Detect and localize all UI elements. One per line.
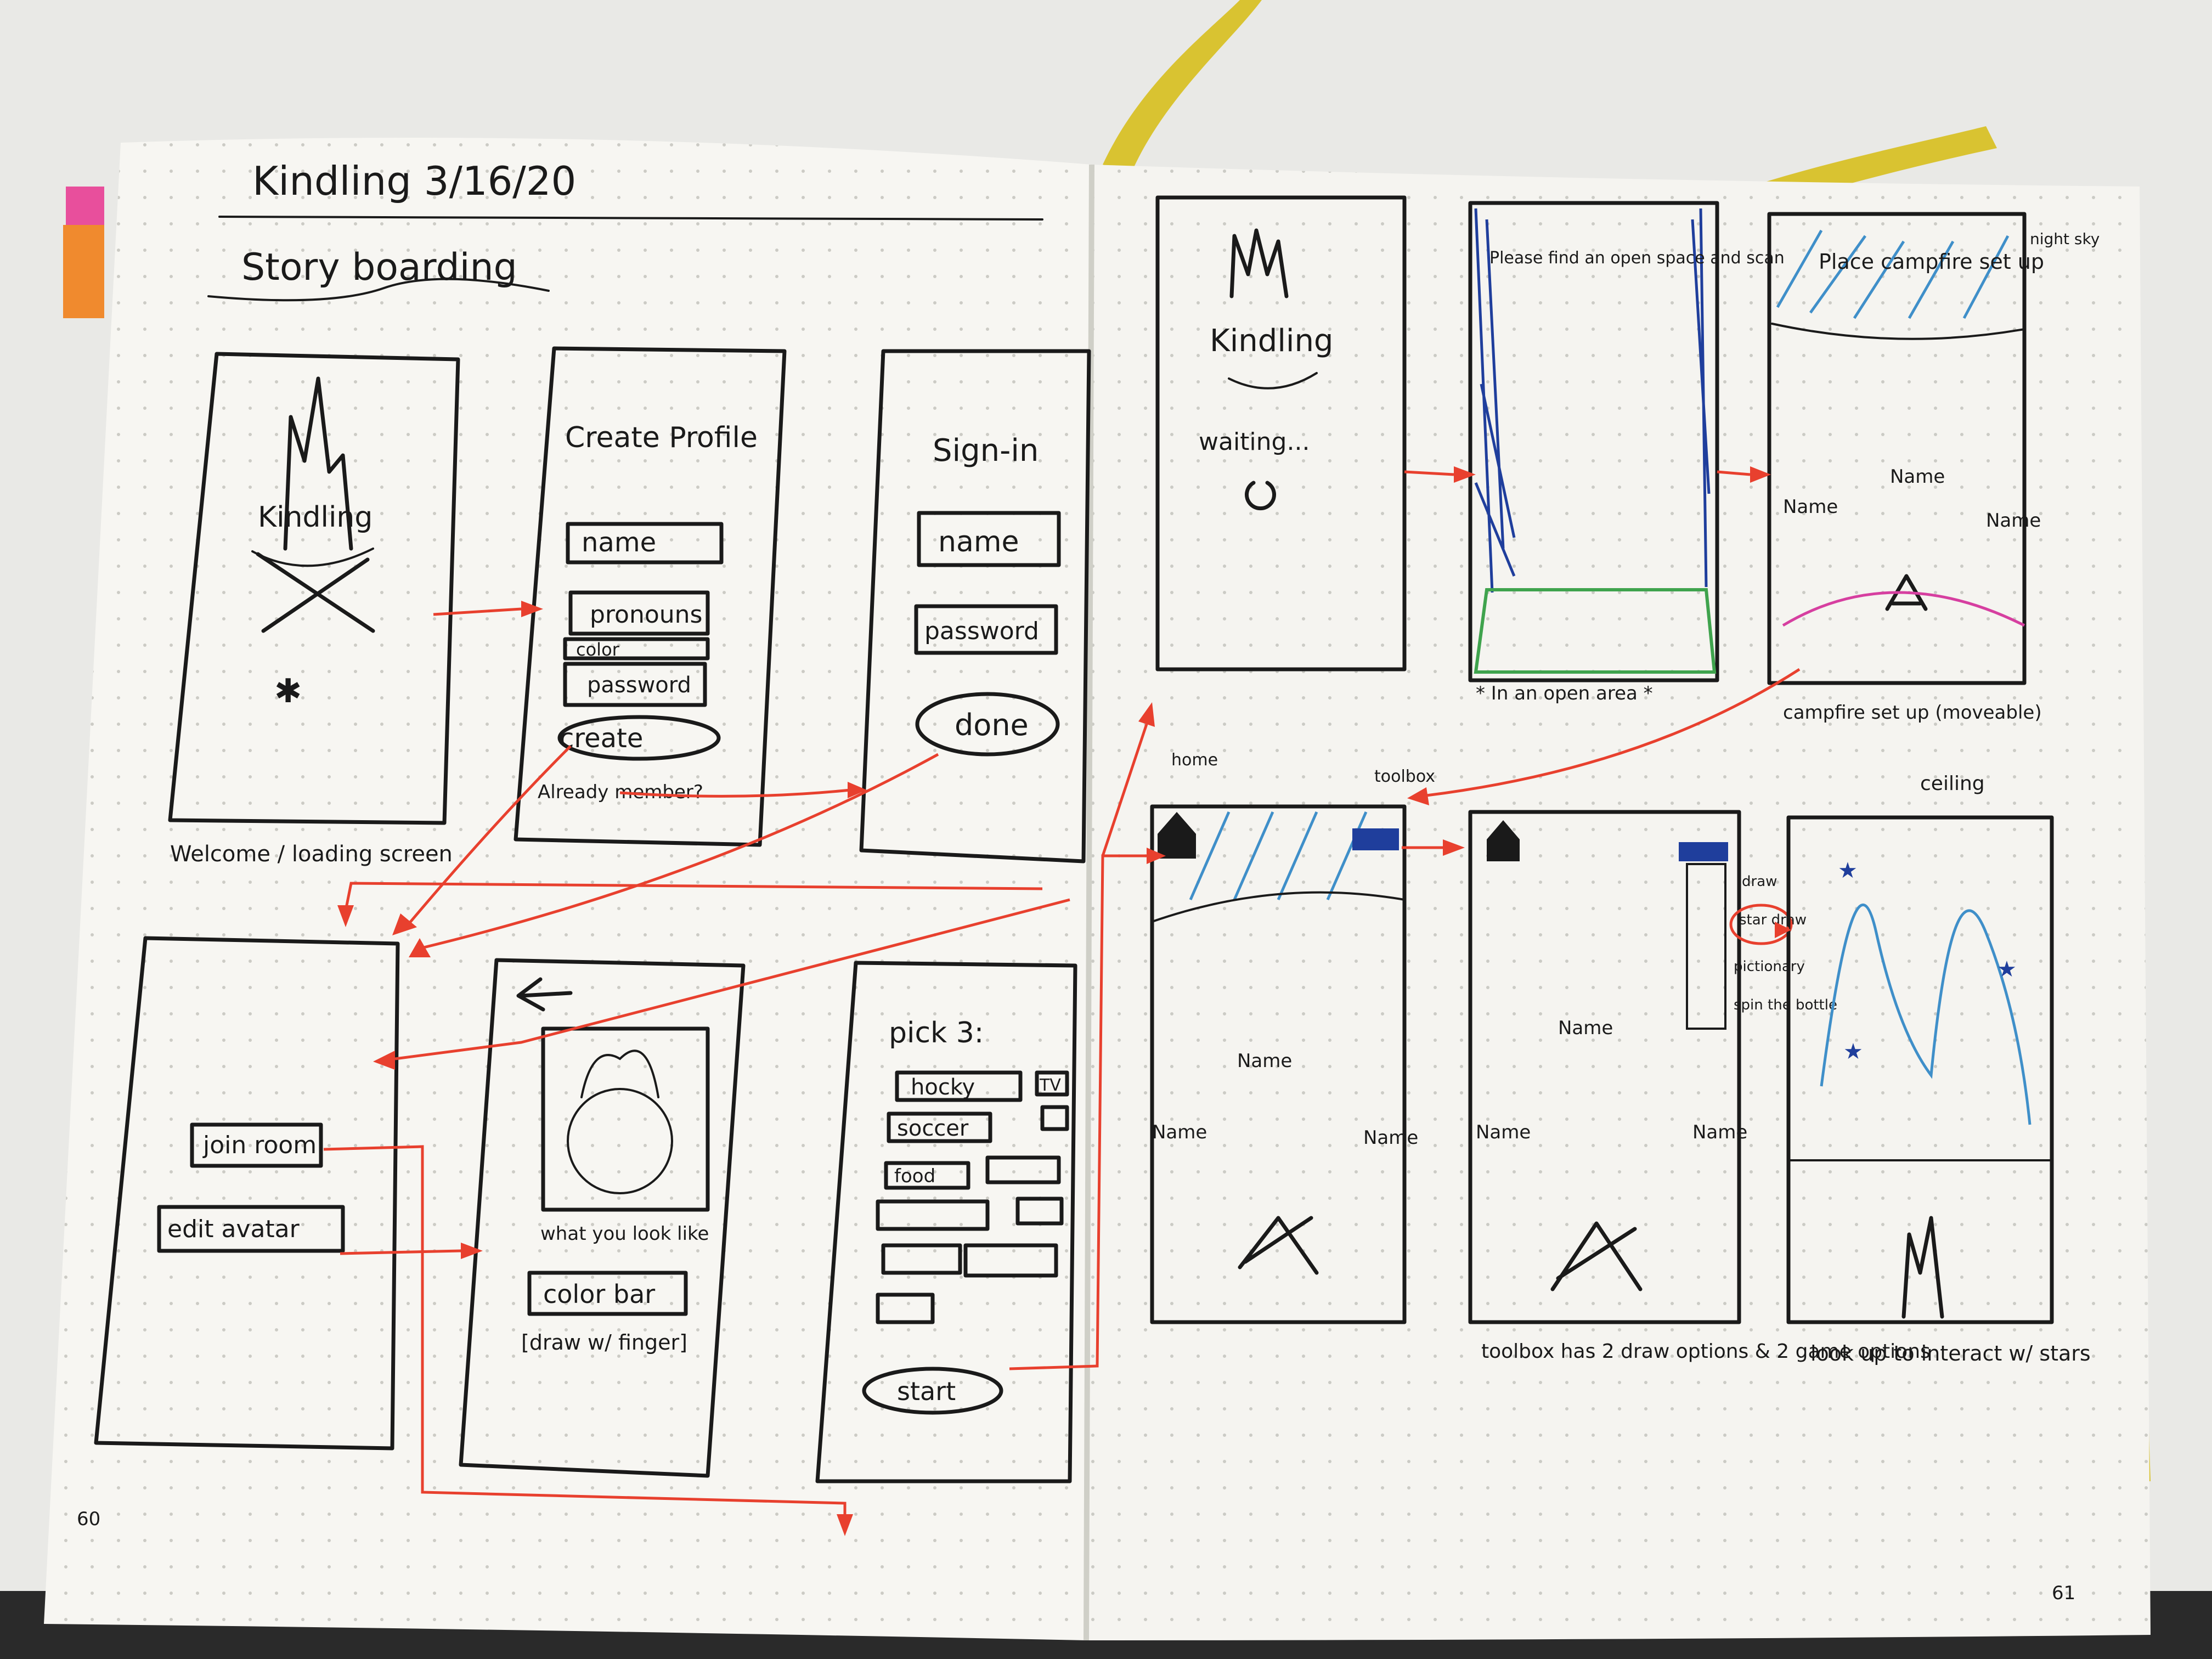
ceiling-label: ceiling [1920, 772, 1985, 795]
spinner-icon [1245, 481, 1276, 511]
scan-instruction: Please find an open space and scan [1489, 249, 1785, 268]
avatar-note: [draw w/ finger] [521, 1330, 687, 1355]
svg-text:soccer: soccer [897, 1116, 969, 1141]
star-icon[interactable]: ★ [1843, 1039, 1863, 1064]
svg-text:done: done [955, 708, 1029, 742]
svg-text:color bar: color bar [543, 1279, 655, 1309]
create-profile-title: Create Profile [565, 421, 758, 454]
svg-text:join room: join room [202, 1131, 317, 1159]
flow-arrows [323, 466, 1801, 1536]
color-field[interactable] [563, 637, 710, 661]
scan-floor [1474, 588, 1717, 674]
frame-scan: Please find an open space and scan * In … [1468, 201, 1785, 704]
toolbox-label: toolbox [1374, 767, 1435, 786]
place-instruction: Place campfire set up [1819, 250, 2044, 274]
frame-sky: ceiling ★ ★ ★ look up to interact w/ sta… [1786, 772, 2091, 1365]
page-title: Kindling 3/16/20 [252, 158, 576, 204]
toolbox-open-icon[interactable] [1679, 842, 1728, 861]
night-sky-note: night sky [2030, 230, 2100, 248]
page-number-left: 60 [77, 1508, 100, 1530]
star-icon[interactable]: ★ [1997, 957, 2017, 982]
svg-text:Name: Name [1363, 1127, 1418, 1149]
svg-text:food: food [894, 1165, 935, 1187]
svg-text:Name: Name [1692, 1121, 1747, 1143]
frame-waiting: Kindling waiting... [1155, 195, 1407, 672]
done-button[interactable] [915, 692, 1060, 757]
pick-title: pick 3: [889, 1017, 984, 1049]
svg-text:Name: Name [1476, 1121, 1531, 1143]
svg-text:name: name [938, 526, 1019, 558]
sign-in-title: Sign-in [933, 433, 1039, 469]
place-caption: campfire set up (moveable) [1783, 702, 2042, 724]
option-soccer[interactable] [887, 1111, 992, 1143]
sign-in-name-field[interactable] [917, 511, 1061, 567]
option-food[interactable] [884, 1161, 970, 1190]
page-subtitle: Story boarding [241, 246, 517, 289]
frame-toolbox: draw star draw pictionary spin the bottl… [1468, 810, 1931, 1363]
welcome-logo: Kindling [258, 501, 373, 534]
option-hocky[interactable] [895, 1070, 1023, 1102]
svg-text:Name: Name [1237, 1050, 1292, 1072]
password-field[interactable] [563, 662, 707, 707]
svg-text:edit avatar: edit avatar [167, 1215, 300, 1243]
join-room-button[interactable] [190, 1122, 323, 1168]
tool-draw[interactable]: draw [1742, 873, 1777, 890]
pronouns-field[interactable] [568, 590, 710, 636]
back-arrow-icon[interactable] [516, 977, 573, 1012]
svg-text:password: password [587, 673, 691, 698]
toolbox-icon[interactable] [1352, 828, 1399, 850]
welcome-caption: Welcome / loading screen [170, 842, 453, 867]
option-tv[interactable] [1035, 1070, 1069, 1097]
svg-text:Name: Name [1986, 510, 2041, 532]
frame-menu: join room edit avatar [94, 936, 400, 1451]
svg-text:create: create [560, 723, 643, 754]
toolbox-caption: toolbox has 2 draw options & 2 game opti… [1481, 1340, 1931, 1363]
avatar-canvas[interactable] [541, 1026, 710, 1212]
svg-text:hocky: hocky [911, 1075, 975, 1100]
tool-star-draw[interactable]: star draw [1739, 912, 1807, 928]
avatar-caption: what you look like [540, 1223, 709, 1245]
page-number-right: 61 [2052, 1582, 2075, 1604]
edit-avatar-button[interactable] [157, 1205, 345, 1253]
star-icon[interactable]: ★ [1838, 858, 1858, 883]
svg-text:color: color [576, 639, 620, 660]
tool-pictionary[interactable]: pictionary [1734, 958, 1805, 975]
svg-text:pronouns: pronouns [590, 601, 702, 629]
tool-spin-the-bottle[interactable]: spin the bottle [1734, 997, 1837, 1013]
waiting-status: waiting... [1199, 428, 1310, 456]
home-label: home [1171, 751, 1218, 770]
start-button[interactable] [862, 1367, 1003, 1415]
ribbon-bookmark [1103, 0, 1262, 176]
svg-text:Name: Name [1152, 1121, 1207, 1143]
home-icon-2[interactable] [1487, 820, 1520, 861]
home-icon[interactable] [1158, 812, 1196, 859]
name-field[interactable] [566, 522, 724, 565]
sky-caption: look up to interact w/ stars [1810, 1341, 2091, 1365]
frame-create-profile: Create Profile name pronouns color passw… [514, 346, 787, 847]
svg-text:TV: TV [1039, 1076, 1061, 1095]
svg-text:Name: Name [1890, 466, 1945, 488]
frame-welcome: Kindling ✱ Welcome / loading screen [168, 352, 460, 867]
frame-place-campfire: Place campfire set up night sky Name Nam… [1767, 212, 2100, 724]
scan-note: * In an open area * [1476, 682, 1653, 704]
frame-sign-in: Sign-in name password done [859, 349, 1091, 864]
svg-text:name: name [582, 527, 656, 558]
waiting-logo: Kindling [1210, 323, 1333, 359]
frame-pick: pick 3: hocky TV soccer food start [815, 961, 1077, 1483]
svg-text:password: password [924, 617, 1039, 645]
frame-avatar: what you look like color bar [draw w/ fi… [459, 958, 746, 1478]
svg-text:start: start [897, 1376, 956, 1406]
color-bar-button[interactable] [527, 1271, 688, 1316]
svg-text:Name: Name [1558, 1017, 1613, 1039]
svg-text:Name: Name [1783, 496, 1838, 518]
loading-icon: ✱ [274, 672, 302, 710]
sign-in-password-field[interactable] [914, 604, 1058, 655]
create-button[interactable] [557, 715, 721, 761]
frame-game: home toolbox Name Name Name [1150, 751, 1435, 1324]
